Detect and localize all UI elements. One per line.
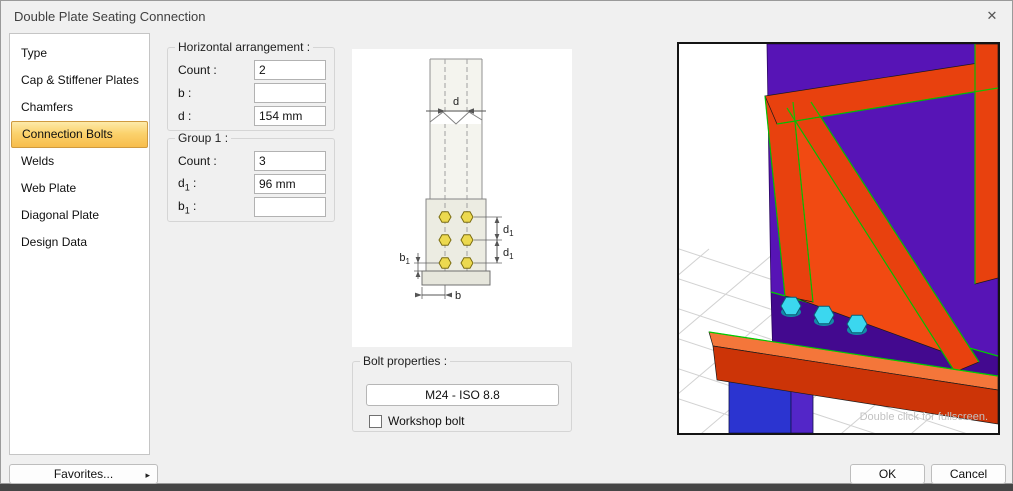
- close-icon[interactable]: ✕: [986, 8, 998, 23]
- dimension-b: b: [415, 285, 461, 302]
- window-bottom-shadow: [0, 484, 1013, 491]
- sidebar-item-diagonal-plate[interactable]: Diagonal Plate: [21, 208, 100, 222]
- sidebar-item-chamfers[interactable]: Chamfers: [21, 100, 74, 114]
- bolt-arrangement-diagram: d d1 d1: [352, 49, 572, 347]
- sidebar-item-cap-stiffener-plates[interactable]: Cap & Stiffener Plates: [21, 73, 139, 87]
- seat-plate: [421, 270, 491, 286]
- b1-label: b1 :: [178, 198, 197, 216]
- svg-text:d1: d1: [503, 224, 514, 238]
- sidebar-item-web-plate[interactable]: Web Plate: [21, 181, 77, 195]
- horizontal-arrangement-group: Horizontal arrangement : Count : b : d :: [167, 40, 335, 131]
- group1-count-input[interactable]: [254, 151, 326, 171]
- sidebar-item-design-data[interactable]: Design Data: [21, 235, 88, 249]
- svg-text:b1: b1: [399, 252, 410, 266]
- svg-text:d: d: [453, 96, 459, 108]
- svg-text:b: b: [455, 290, 461, 302]
- bolt-properties-title: Bolt properties :: [360, 354, 451, 368]
- svg-text:d1: d1: [503, 247, 514, 261]
- top-chord: [764, 59, 998, 125]
- side-plate: [425, 198, 487, 272]
- preview-bolts: [780, 296, 868, 335]
- sidebar-item-connection-bolts[interactable]: Connection Bolts: [11, 121, 148, 148]
- count-label: Count :: [178, 63, 217, 77]
- sidebar-item-welds[interactable]: Welds: [21, 154, 55, 168]
- dimension-d1: d1 d1: [474, 216, 514, 264]
- window-title: Double Plate Seating Connection: [14, 9, 206, 24]
- dimension-d: d: [426, 96, 486, 114]
- selection-edges: [764, 44, 998, 373]
- group1-title: Group 1 :: [175, 131, 232, 145]
- bolt-spec-button[interactable]: M24 - ISO 8.8: [366, 384, 559, 406]
- favorites-arrow-icon: ▸: [145, 470, 150, 480]
- right-vertical-strip: [974, 44, 998, 285]
- title-bar: Double Plate Seating Connection ✕: [1, 1, 1012, 31]
- group1-count-label: Count :: [178, 154, 217, 168]
- b1-input[interactable]: [254, 197, 326, 217]
- horizontal-arrangement-title: Horizontal arrangement :: [175, 40, 314, 54]
- ok-button[interactable]: OK: [850, 464, 925, 484]
- sidebar: Type Cap & Stiffener Plates Chamfers Con…: [9, 33, 150, 455]
- preview-3d-viewport[interactable]: Double click for fullscreen.: [677, 42, 1000, 435]
- count-input[interactable]: [254, 60, 326, 80]
- break-symbol: [429, 111, 483, 125]
- d-label: d :: [178, 109, 192, 123]
- b-input[interactable]: [254, 83, 326, 103]
- b-label: b :: [178, 86, 192, 100]
- d1-input[interactable]: [254, 174, 326, 194]
- cancel-button[interactable]: Cancel: [931, 464, 1006, 484]
- d-input[interactable]: [254, 106, 326, 126]
- d1-label: d1 :: [178, 175, 197, 193]
- sidebar-item-type[interactable]: Type: [21, 46, 48, 60]
- bolt-properties-group: Bolt properties : M24 - ISO 8.8 Workshop…: [352, 354, 572, 432]
- fullscreen-hint: Double click for fullscreen.: [859, 411, 988, 423]
- bolt-icons: [438, 211, 474, 269]
- dimension-b1: b1: [399, 252, 439, 279]
- workshop-bolt-checkbox[interactable]: [369, 414, 382, 428]
- group1-group: Group 1 : Count : d1 : b1 :: [167, 131, 335, 222]
- workshop-bolt-label: Workshop bolt: [388, 414, 465, 428]
- favorites-button[interactable]: Favorites... ▸: [9, 464, 158, 484]
